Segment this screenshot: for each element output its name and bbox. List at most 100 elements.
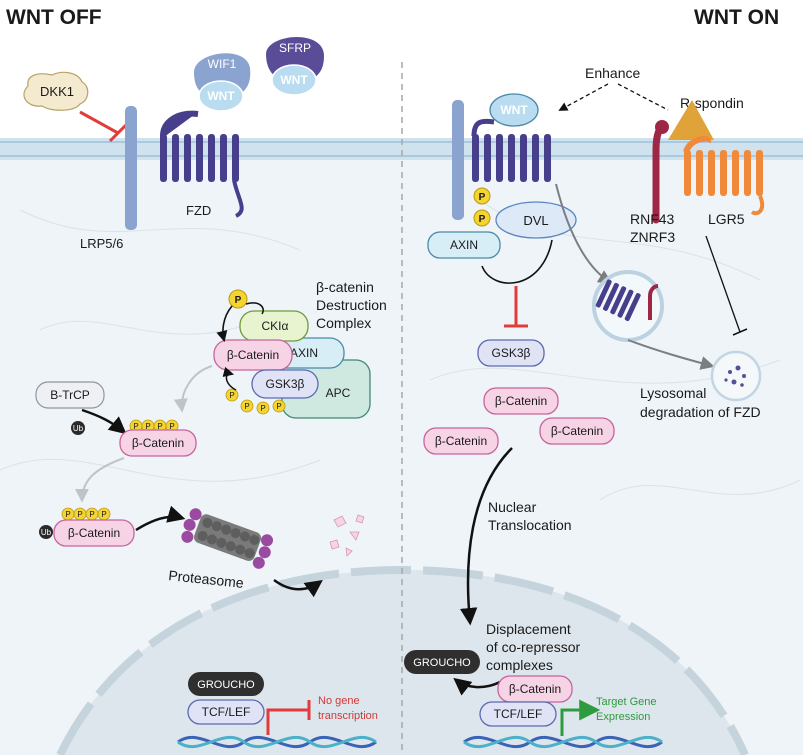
beta-catenin-complex (213, 339, 293, 371)
lysosome (710, 350, 762, 402)
groucho-on (404, 650, 480, 674)
wnt-label-wif1: WNT (207, 89, 235, 103)
header-wnt-off: WNT OFF (6, 6, 102, 29)
dvl-label: DVL (523, 213, 548, 228)
svg-text:P: P (260, 404, 265, 413)
rnf-label-2: ZNRF3 (630, 229, 675, 245)
svg-text:P: P (229, 391, 234, 400)
wnt-label-on: WNT (500, 103, 528, 117)
gsk3b-label-off: GSK3β (266, 377, 305, 391)
svg-text:P: P (479, 214, 486, 225)
rspondin-protein (668, 100, 714, 140)
target-gene-label-2: Expression (596, 711, 650, 723)
tcf-lef-off (187, 699, 265, 725)
svg-text:P: P (479, 192, 486, 203)
phospho-dots-gsk: P P P P (225, 388, 286, 415)
ub-tag-2 (39, 525, 53, 539)
apc-label: APC (326, 386, 351, 400)
lrp56-label: LRP5/6 (80, 236, 123, 251)
sequestration-curve (481, 239, 553, 284)
svg-text:P: P (133, 422, 138, 431)
destruction-complex-label-3: Complex (316, 315, 371, 331)
degraded-fzd-fragments (724, 365, 746, 387)
ub-tag-1 (71, 421, 85, 435)
target-gene-label-1: Target Gene (596, 696, 657, 708)
tcf-lef-on (479, 701, 557, 727)
dvl-protein (495, 201, 577, 239)
beta-catenin-nuclear-label: β-Catenin (509, 682, 561, 696)
displacement-label-3: complexes (486, 657, 553, 673)
nuclear-label-2: Translocation (488, 517, 572, 533)
no-transcription-line (266, 708, 308, 735)
wnt-ligand-on (489, 93, 539, 127)
ckia-label: CKIα (262, 319, 289, 333)
wnt-ligand-wif1 (198, 80, 244, 112)
gsk3b-protein-off (251, 369, 319, 399)
wnt-label-sfrp: WNT (280, 73, 308, 87)
enhance-label: Enhance (585, 65, 640, 81)
beta-catenin-phospho-label: β-Catenin (132, 436, 184, 450)
vesicle-to-lysosome-arrow (627, 339, 715, 370)
to-proteasome-arrow (135, 505, 186, 532)
gsk3b-protein-on (477, 339, 545, 367)
nuclear-translocation-arrow (459, 447, 513, 626)
lysosome-label-1: Lysosomal (640, 385, 706, 401)
groucho-displacement-arrow (453, 677, 501, 696)
nuclear-label-1: Nuclear (488, 499, 537, 515)
lysosome-label-2: degradation of FZD (640, 404, 761, 420)
internalization-arrow (555, 183, 613, 284)
btrcp-protein (35, 381, 105, 409)
phospho-top-label: P (235, 295, 242, 306)
dkk1-protein (23, 71, 89, 111)
svg-text:P: P (145, 422, 150, 431)
groucho-on-label: GROUCHO (413, 657, 471, 669)
destruction-complex-label-1: β-catenin (316, 279, 374, 295)
svg-text:Ub: Ub (73, 424, 84, 433)
degradation-arrow (273, 578, 323, 598)
rspondin-label: R-spondin (680, 95, 744, 111)
axin-label-on: AXIN (450, 238, 478, 252)
destruction-complex-label-2: Destruction (316, 297, 387, 313)
beta-catenin-ubiquitinated-label: β-Catenin (68, 526, 120, 540)
groucho-off-label: GROUCHO (197, 679, 255, 691)
dkk1-inhibition-bar (108, 123, 128, 143)
svg-text:P: P (169, 422, 174, 431)
beta-catenin-free-1-label: β-Catenin (495, 394, 547, 408)
svg-text:P: P (244, 402, 249, 411)
lgr5-receptor (684, 150, 763, 196)
fzd-label: FZD (186, 203, 211, 218)
phospho-dots-catenin-1: P P P P (129, 419, 179, 433)
axin-label-off: AXIN (290, 346, 318, 360)
btrcp-label: B-TrCP (50, 388, 90, 402)
no-gene-label-1: No gene (318, 695, 360, 707)
fzd-receptor-on (472, 134, 551, 182)
lrp56-receptor (125, 106, 137, 230)
tcf-lef-off-label: TCF/LEF (202, 705, 251, 719)
svg-text:P: P (77, 510, 82, 519)
phospho-lrp-2 (473, 209, 491, 227)
rnf-label-1: RNF43 (630, 211, 675, 227)
phospho-lrp-1 (473, 187, 491, 205)
wif1-label: WIF1 (208, 57, 237, 71)
phospho-dots-catenin-2: P P P P (61, 507, 111, 521)
gsk3b-label-on: GSK3β (492, 346, 531, 360)
target-expression-arrow (560, 699, 601, 736)
btrcp-ubiquitination-arrow (81, 408, 127, 435)
lrp56-receptor-on (452, 100, 464, 220)
beta-catenin-free-3 (423, 427, 499, 455)
svg-text:P: P (276, 402, 281, 411)
wnt-ligand-sfrp (271, 64, 317, 96)
svg-text:P: P (89, 510, 94, 519)
catenin-to-ubiquitinated-arrow (75, 457, 125, 503)
complex-to-catenin-arrow (173, 365, 213, 413)
beta-catenin-free-3-label: β-Catenin (435, 434, 487, 448)
svg-text:P: P (65, 510, 70, 519)
beta-catenin-phospho (119, 429, 197, 457)
svg-text:P: P (157, 422, 162, 431)
groucho-off (188, 672, 264, 696)
displacement-label-2: of co-repressor (486, 639, 580, 655)
beta-catenin-free-2-label: β-Catenin (551, 424, 603, 438)
header-wnt-on: WNT ON (694, 6, 779, 29)
